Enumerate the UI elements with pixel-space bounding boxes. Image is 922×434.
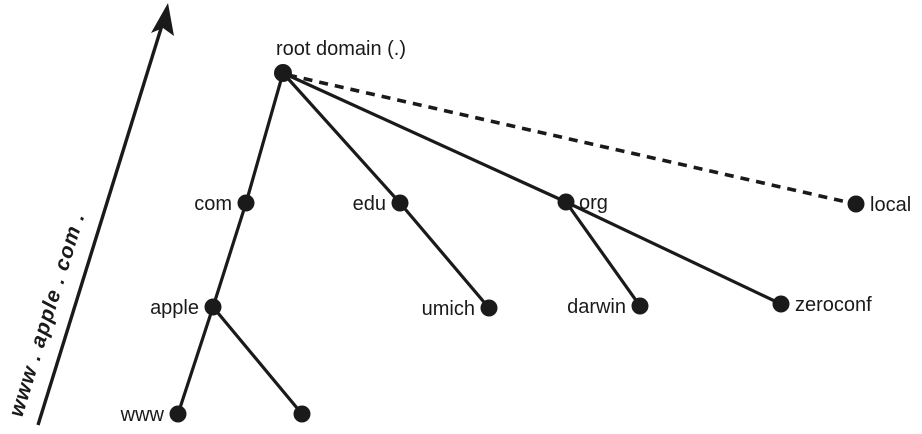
fqdn-direction-label: www . apple . com . bbox=[5, 209, 90, 419]
node-umich[interactable] bbox=[480, 299, 498, 317]
edge-edu-umich bbox=[398, 201, 491, 310]
tree-edges bbox=[176, 71, 852, 416]
node-label-edu: edu bbox=[353, 193, 386, 215]
node-label-apple: apple bbox=[150, 297, 199, 319]
arrow-head-icon bbox=[151, 3, 174, 36]
node-root[interactable] bbox=[274, 64, 292, 82]
node-unnamed[interactable] bbox=[293, 405, 311, 423]
node-edu[interactable] bbox=[391, 194, 409, 212]
node-label-umich: umich bbox=[422, 298, 475, 320]
node-org[interactable] bbox=[557, 193, 575, 211]
edge-apple-unnamed bbox=[211, 305, 304, 416]
node-darwin[interactable] bbox=[631, 297, 649, 315]
node-label-zeroconf: zeroconf bbox=[795, 294, 872, 316]
node-label-root: root domain (.) bbox=[276, 38, 406, 60]
node-com[interactable] bbox=[237, 194, 255, 212]
edge-com-apple bbox=[211, 201, 248, 309]
node-label-local: local bbox=[870, 194, 911, 216]
node-label-www: www bbox=[120, 404, 165, 426]
fqdn-direction-arrow-line bbox=[36, 21, 165, 426]
edge-org-zeroconf bbox=[564, 200, 783, 306]
fqdn-direction-label-group: www . apple . com . bbox=[5, 209, 90, 419]
node-label-com: com bbox=[194, 193, 232, 215]
node-www[interactable] bbox=[169, 405, 187, 423]
edge-root-edu bbox=[281, 71, 402, 205]
edge-root-org bbox=[281, 71, 568, 204]
tree-nodes: root domain (.) com edu org local apple … bbox=[120, 38, 911, 426]
node-apple[interactable] bbox=[204, 298, 222, 316]
fqdn-direction-arrow-group bbox=[36, 3, 174, 426]
node-label-darwin: darwin bbox=[567, 296, 626, 318]
node-local[interactable] bbox=[847, 195, 865, 213]
node-zeroconf[interactable] bbox=[772, 295, 790, 313]
edge-root-com bbox=[244, 71, 285, 205]
edge-org-darwin bbox=[564, 200, 642, 308]
edge-root-local bbox=[287, 73, 852, 205]
edge-apple-www bbox=[176, 305, 215, 416]
node-label-org: org bbox=[579, 192, 608, 214]
